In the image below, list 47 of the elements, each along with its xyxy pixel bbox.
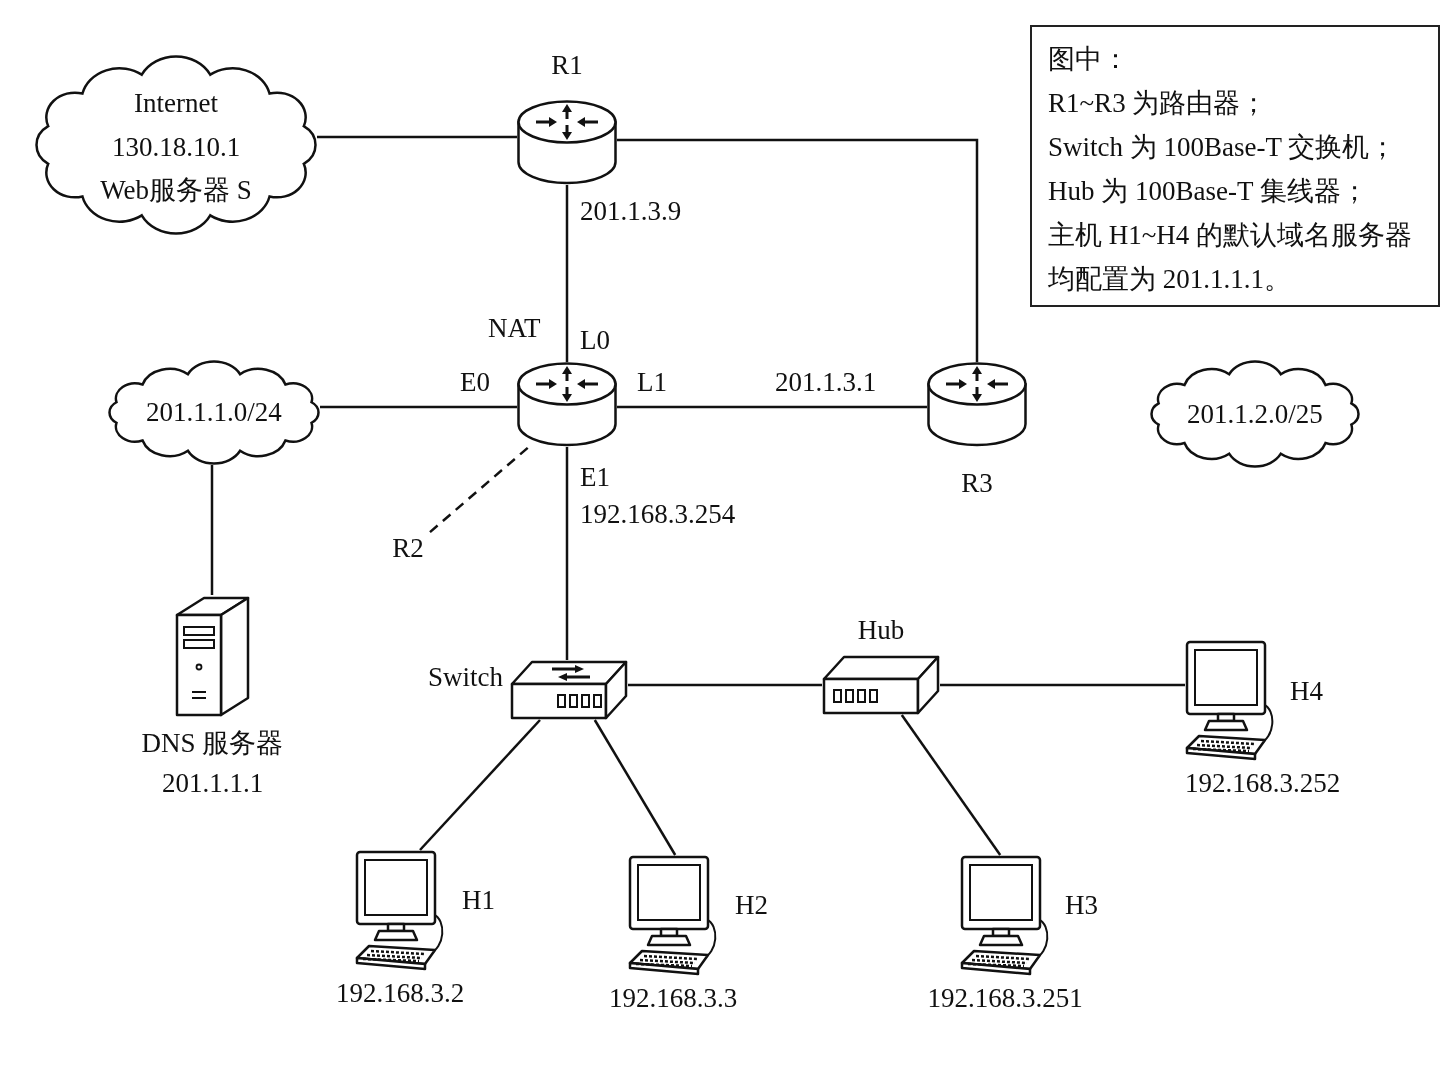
host-label: H4 xyxy=(1290,676,1323,706)
connection-line xyxy=(900,714,1002,856)
hub-label: Hub xyxy=(857,615,905,645)
connection-line xyxy=(419,719,541,851)
ip-address-label: 192.168.3.251 xyxy=(927,983,1083,1013)
network-address-label: 201.1.1.0/24 xyxy=(146,397,282,427)
note-line: Hub 为 100Base-T 集线器； xyxy=(1048,175,1368,208)
ip-address-label: 192.168.3.252 xyxy=(1185,768,1341,798)
interface-label: L0 xyxy=(580,325,610,355)
ip-address-label: 201.1.3.9 xyxy=(580,196,682,226)
connection-line xyxy=(565,447,569,660)
note-line: 主机 H1~H4 的默认域名服务器均配置为 201.1.1.1。 xyxy=(1048,219,1414,296)
interface-label: E1 xyxy=(580,462,610,492)
ip-address-label: 192.168.3.2 xyxy=(335,978,465,1008)
connection-line xyxy=(940,683,1185,687)
leader-line xyxy=(429,446,530,534)
note-line: Switch 为 100Base-T 交换机； xyxy=(1048,131,1397,164)
router-label: R2 xyxy=(392,533,424,563)
connection-line xyxy=(628,683,822,687)
connection-line xyxy=(617,405,927,409)
connection-line xyxy=(617,138,979,362)
server-label: DNS 服务器 xyxy=(141,728,284,758)
interface-label: E0 xyxy=(460,367,490,397)
router-function-label: NAT xyxy=(488,313,541,343)
host-label: H2 xyxy=(735,890,768,920)
connection-line xyxy=(317,135,517,139)
network-label: Internet xyxy=(134,88,218,118)
switch-label: Switch xyxy=(428,662,503,692)
interface-label: L1 xyxy=(637,367,667,397)
router-label: R3 xyxy=(961,468,993,498)
connection-line xyxy=(565,185,569,362)
note-line: R1~R3 为路由器； xyxy=(1048,87,1268,120)
server-label: Web服务器 S xyxy=(100,175,252,205)
router-label: R1 xyxy=(551,50,583,80)
network-address-label: 201.1.2.0/25 xyxy=(1187,399,1323,429)
ip-address-label: 201.1.1.1 xyxy=(161,768,264,798)
ip-address-label: 192.168.3.254 xyxy=(580,499,736,529)
connection-line xyxy=(320,405,517,409)
note-line: 图中： xyxy=(1048,43,1129,76)
connection-line xyxy=(593,719,677,856)
ip-address-label: 192.168.3.3 xyxy=(608,983,738,1013)
connection-line xyxy=(210,465,214,595)
note-panel xyxy=(1030,25,1440,307)
ip-address-label: 201.1.3.1 xyxy=(775,367,877,397)
host-label: H3 xyxy=(1065,890,1098,920)
ip-address-label: 130.18.10.1 xyxy=(111,132,241,162)
host-label: H1 xyxy=(462,885,495,915)
